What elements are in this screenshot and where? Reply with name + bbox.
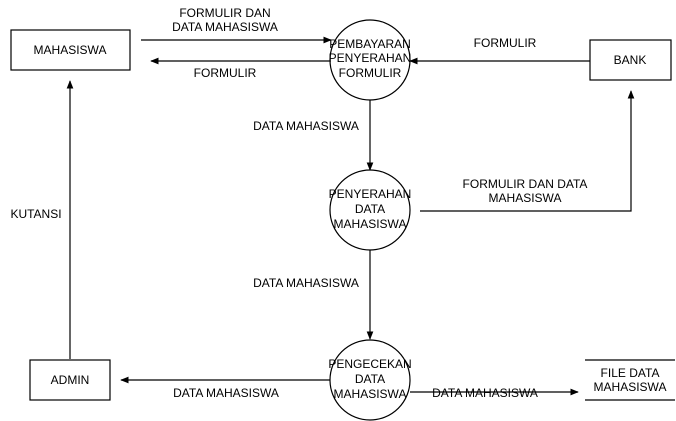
label-mhs-to-p1-line-1: FORMULIR DAN [179, 6, 270, 20]
entity-admin: ADMIN [29, 359, 111, 401]
process-3-line-2: DATA [355, 372, 385, 386]
flow-lines [66, 36, 635, 396]
flow-labels: FORMULIR DAN DATA MAHASISWA FORMULIR FOR… [10, 6, 587, 400]
label-p2-to-p3: DATA MAHASISWA [253, 276, 359, 290]
label-p2-to-bank-line-1: FORMULIR DAN DATA [463, 177, 588, 191]
process-1-line-1: PEMBAYARAN [329, 37, 411, 51]
process-pengecekan-data-mahasiswa: PENGECEKAN DATA MAHASISWA [328, 339, 412, 421]
process-3-line-1: PENGECEKAN [328, 357, 411, 371]
label-bank-to-p1: FORMULIR [474, 36, 537, 50]
process-1-line-3: FORMULIR [339, 66, 402, 80]
label-p3-to-file: DATA MAHASISWA [432, 386, 538, 400]
entity-bank-label: BANK [614, 53, 647, 67]
label-p2-to-bank-line-2: MAHASISWA [489, 191, 562, 205]
label-p1-to-mhs: FORMULIR [194, 66, 257, 80]
process-penyerahan-data-mahasiswa: PENYERAHAN DATA MAHASISWA [329, 169, 412, 251]
process-2-line-1: PENYERAHAN [329, 187, 412, 201]
process-2-line-3: MAHASISWA [334, 217, 407, 231]
entity-admin-label: ADMIN [51, 373, 90, 387]
process-pembayaran-penyerahan-formulir: PEMBAYARAN PENYERAHAN FORMULIR [329, 19, 412, 101]
process-2-line-2: DATA [355, 202, 385, 216]
entity-mahasiswa-label: MAHASISWA [34, 43, 107, 57]
process-1-line-2: PENYERAHAN [329, 51, 412, 65]
label-mhs-to-p1-line-2: DATA MAHASISWA [172, 20, 278, 34]
datastore-line-1: FILE DATA [601, 366, 660, 380]
entity-bank: BANK [589, 39, 672, 81]
process-3-line-3: MAHASISWA [334, 387, 407, 401]
label-admin-to-mhs: KUTANSI [10, 207, 61, 221]
datastore-file-data-mahasiswa: FILE DATA MAHASISWA [585, 359, 675, 401]
datastore-line-2: MAHASISWA [594, 380, 667, 394]
label-p3-to-admin: DATA MAHASISWA [173, 386, 279, 400]
flow-p2-to-bank [420, 90, 635, 212]
label-p1-to-p2: DATA MAHASISWA [253, 119, 359, 133]
entity-mahasiswa: MAHASISWA [10, 29, 131, 71]
